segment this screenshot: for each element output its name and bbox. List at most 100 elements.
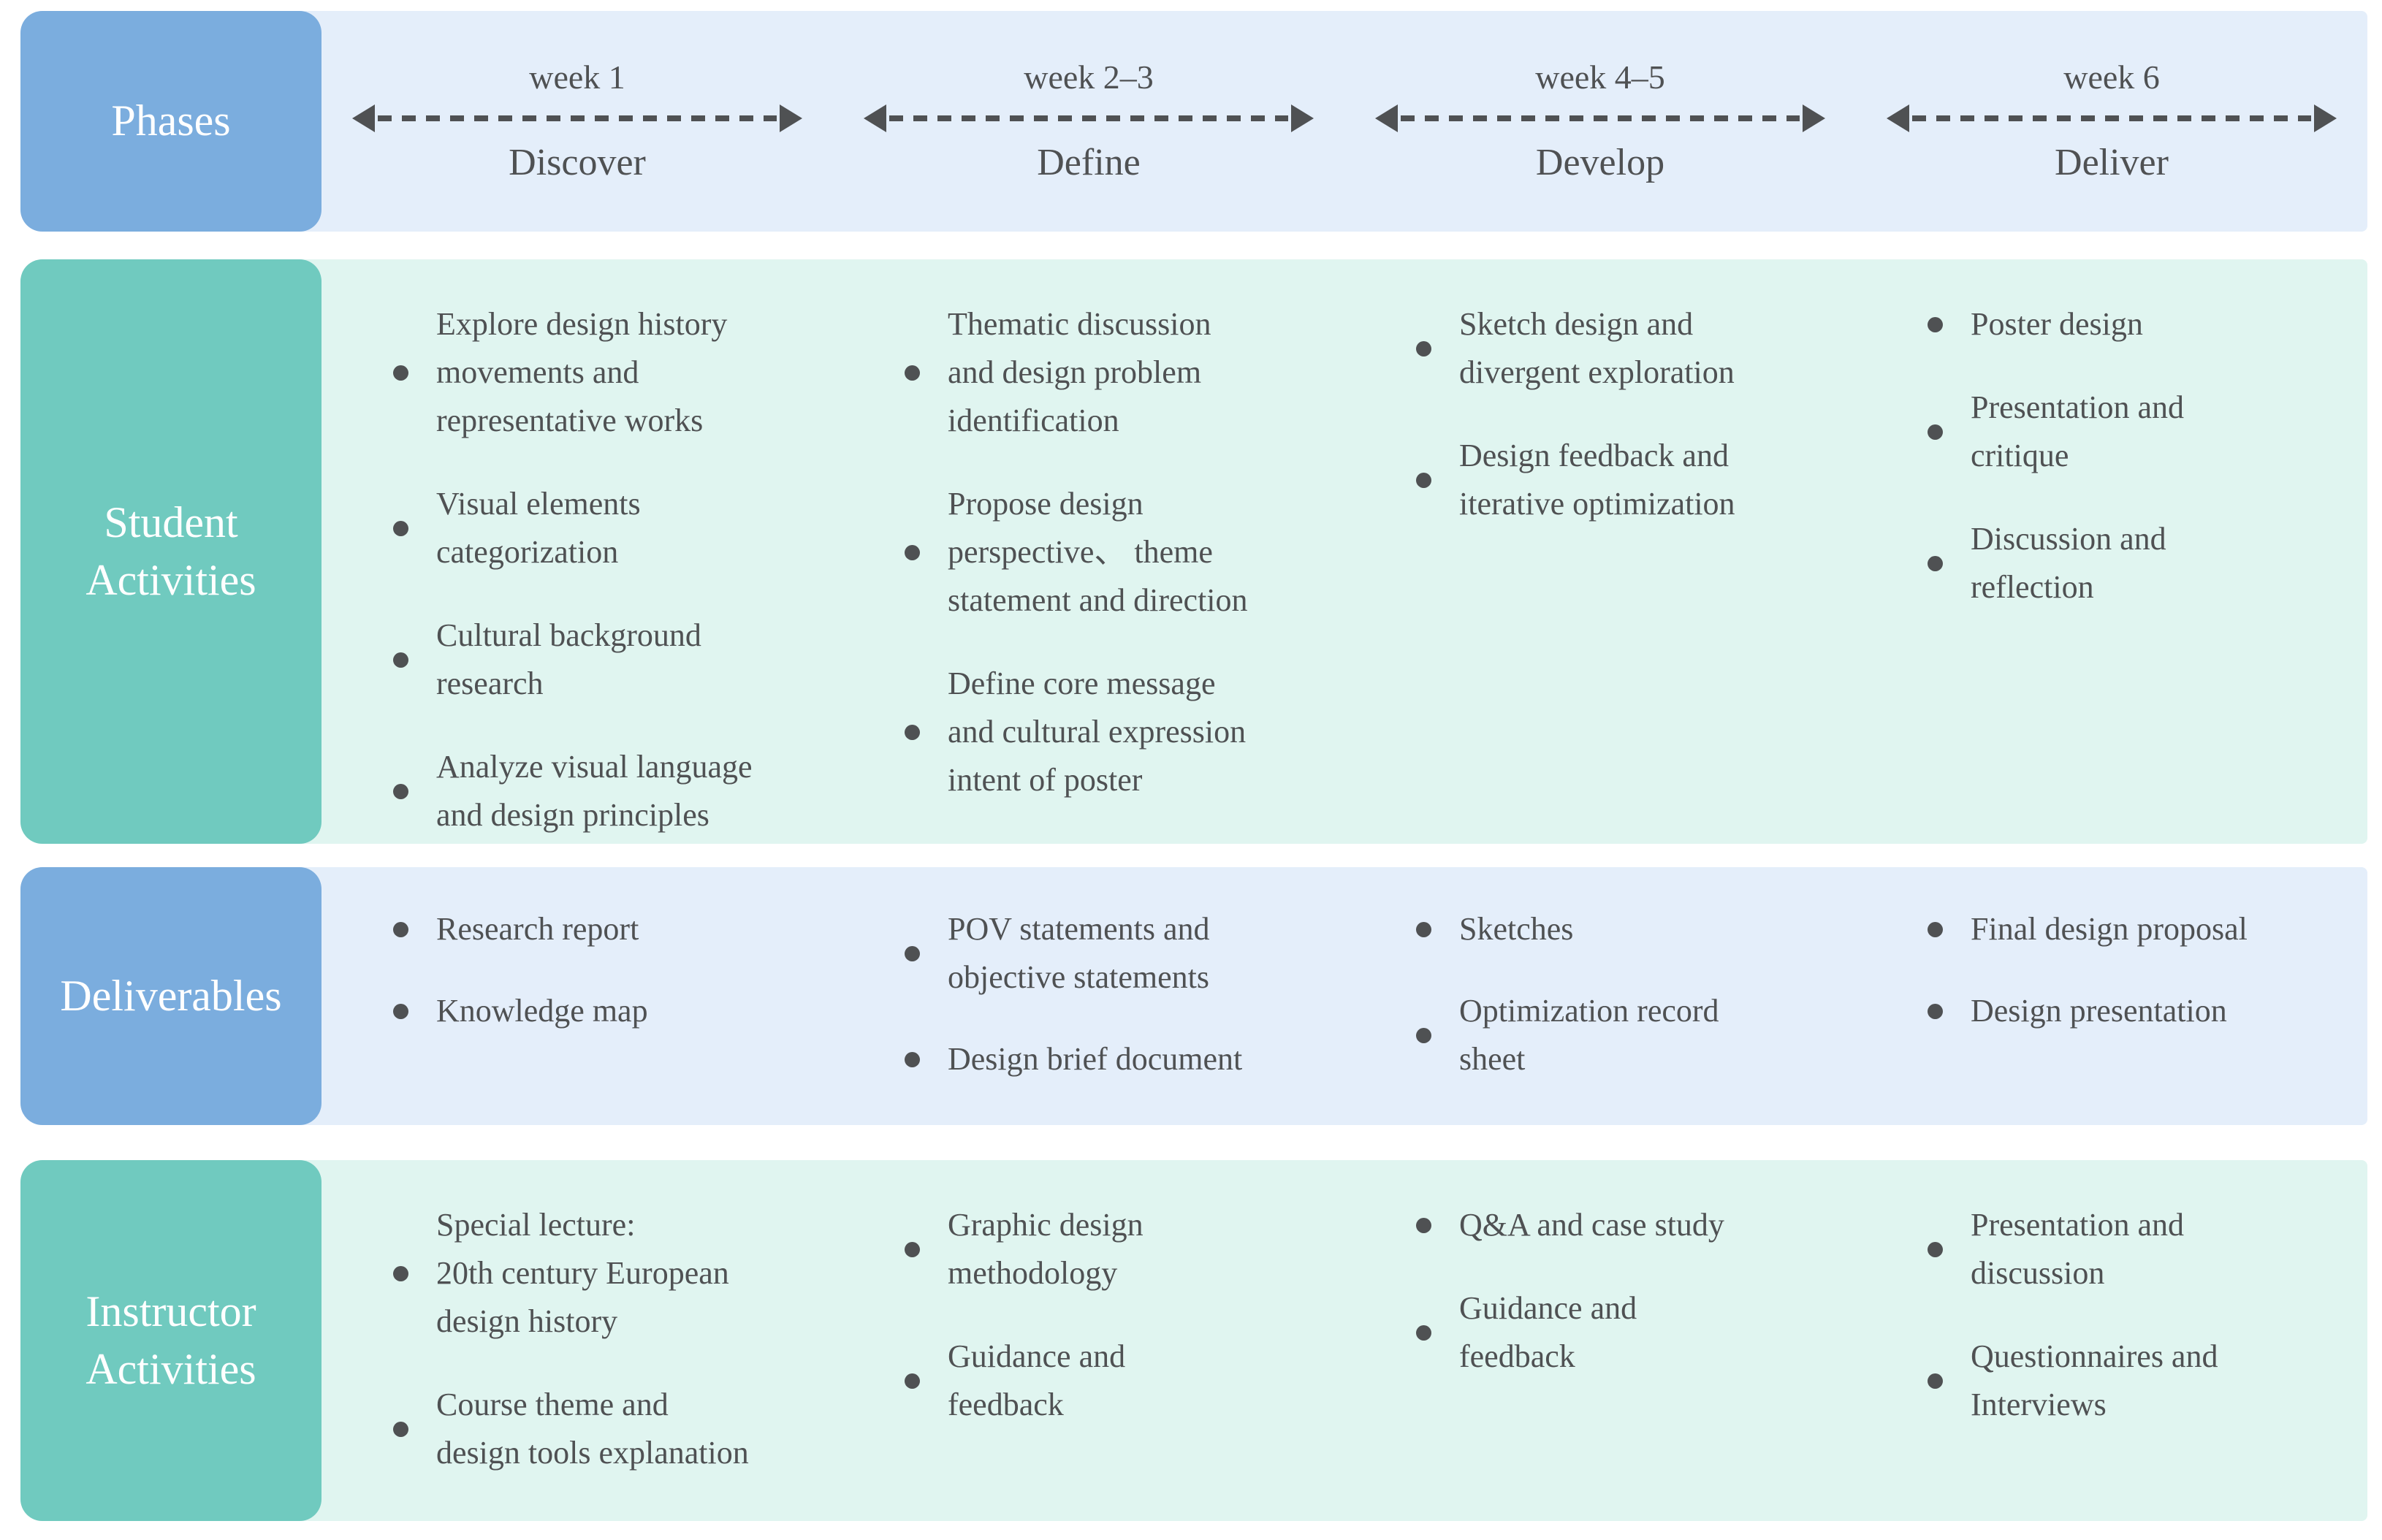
- bullet-icon: [393, 783, 408, 799]
- week-label: week 6: [2063, 58, 2160, 96]
- phase-column-discover: week 1 Discover: [321, 11, 833, 232]
- cell-student-activities-discover: Explore design history movements and rep…: [321, 259, 833, 861]
- item-text: Knowledge map: [436, 993, 648, 1029]
- bullet-icon: [905, 1051, 920, 1067]
- item-text: POV statements and objective statements: [948, 911, 1210, 995]
- dashed-line: [889, 115, 1288, 121]
- bullet-icon: [905, 1241, 920, 1257]
- arrowhead-right-icon: [2314, 104, 2337, 132]
- phase-column-develop: week 4–5 Develop: [1344, 11, 1856, 232]
- item-text: Design presentation: [1971, 993, 2227, 1029]
- cell-student-activities-define: Thematic discussion and design problem i…: [833, 259, 1344, 861]
- bullet-icon: [393, 520, 408, 536]
- item-text: Explore design history movements and rep…: [436, 306, 728, 438]
- arrowhead-left-icon: [1375, 104, 1398, 132]
- bullet-icon: [905, 724, 920, 740]
- phase-name: Deliver: [2055, 142, 2169, 183]
- item-text: Graphic design methodology: [948, 1207, 1144, 1291]
- phase-column-define: week 2–3 Define: [833, 11, 1344, 232]
- item-text: Analyze visual language and design princ…: [436, 749, 753, 833]
- list-item: Thematic discussion and design problem i…: [905, 300, 1301, 445]
- list-item: Course theme and design tools explanatio…: [393, 1381, 789, 1477]
- item-text: Design brief document: [948, 1041, 1243, 1077]
- row-label-deliverables: Deliverables: [20, 867, 321, 1125]
- dashed-line: [378, 115, 777, 121]
- bullet-icon: [1928, 316, 1943, 332]
- list-item: Presentation and critique: [1928, 384, 2324, 480]
- bullet-icon: [1416, 1027, 1431, 1043]
- phase-name: Develop: [1535, 142, 1665, 183]
- dashed-line: [1401, 115, 1800, 121]
- list-item: Q&A and case study: [1416, 1201, 1812, 1249]
- instructor-activities-row: Instructor Activities Special lecture: 2…: [20, 1160, 2367, 1521]
- phase-column-deliver: week 6 Deliver: [1856, 11, 2367, 232]
- timeline-arrow: [864, 104, 1314, 132]
- bullet-icon: [905, 365, 920, 381]
- item-text: Sketches: [1459, 911, 1574, 947]
- list-item: Poster design: [1928, 300, 2324, 348]
- list-item: Sketch design and divergent exploration: [1416, 300, 1812, 397]
- list-item: Propose design perspective、 theme statem…: [905, 480, 1301, 625]
- week-label: week 4–5: [1535, 58, 1665, 96]
- bullet-icon: [393, 1421, 408, 1437]
- list-item: Cultural background research: [393, 611, 789, 708]
- list-item: Special lecture: 20th century European d…: [393, 1201, 789, 1346]
- list-item: Design presentation: [1928, 987, 2324, 1035]
- row-label-phases: Phases: [20, 11, 321, 232]
- item-text: Discussion and reflection: [1971, 521, 2166, 605]
- list-item: Visual elements categorization: [393, 480, 789, 576]
- bullet-icon: [1416, 1324, 1431, 1341]
- phase-name: Discover: [509, 142, 646, 183]
- item-text: Cultural background research: [436, 617, 701, 701]
- list-item: Questionnaires and Interviews: [1928, 1333, 2324, 1429]
- bullet-icon: [1928, 1373, 1943, 1389]
- phase-name: Define: [1037, 142, 1141, 183]
- item-text: Presentation and discussion: [1971, 1207, 2185, 1291]
- bullet-icon: [1416, 1217, 1431, 1233]
- bullet-icon: [905, 1373, 920, 1389]
- list-item: Graphic design methodology: [905, 1201, 1301, 1297]
- arrowhead-left-icon: [1887, 104, 1909, 132]
- item-text: Guidance and feedback: [948, 1338, 1126, 1422]
- list-item: Sketches: [1416, 905, 1812, 953]
- list-item: Optimization record sheet: [1416, 987, 1812, 1083]
- instructor-activities-cells: Special lecture: 20th century European d…: [321, 1160, 2367, 1521]
- item-text: Presentation and critique: [1971, 389, 2185, 473]
- item-text: Research report: [436, 911, 639, 947]
- week-label: week 2–3: [1024, 58, 1154, 96]
- bullet-icon: [393, 652, 408, 668]
- bullet-icon: [393, 921, 408, 937]
- item-text: Visual elements categorization: [436, 486, 641, 570]
- arrowhead-left-icon: [864, 104, 886, 132]
- timeline-arrow: [352, 104, 802, 132]
- bullet-icon: [905, 945, 920, 961]
- bullet-icon: [1416, 340, 1431, 357]
- bullet-icon: [393, 365, 408, 381]
- item-text: Q&A and case study: [1459, 1207, 1724, 1243]
- list-item: Design feedback and iterative optimizati…: [1416, 432, 1812, 528]
- item-text: Thematic discussion and design problem i…: [948, 306, 1211, 438]
- dashed-line: [1912, 115, 2311, 121]
- student-activities-cells: Explore design history movements and rep…: [321, 259, 2367, 844]
- cell-instructor-activities-discover: Special lecture: 20th century European d…: [321, 1160, 833, 1521]
- item-text: Optimization record sheet: [1459, 993, 1719, 1077]
- list-item: Guidance and feedback: [905, 1333, 1301, 1429]
- bullet-icon: [1416, 921, 1431, 937]
- week-label: week 1: [529, 58, 625, 96]
- bullet-icon: [1928, 1241, 1943, 1257]
- bullet-icon: [1928, 1003, 1943, 1019]
- item-text: Final design proposal: [1971, 911, 2248, 947]
- bullet-icon: [1928, 555, 1943, 571]
- bullet-icon: [905, 544, 920, 560]
- arrowhead-right-icon: [1291, 104, 1314, 132]
- list-item: Research report: [393, 905, 789, 953]
